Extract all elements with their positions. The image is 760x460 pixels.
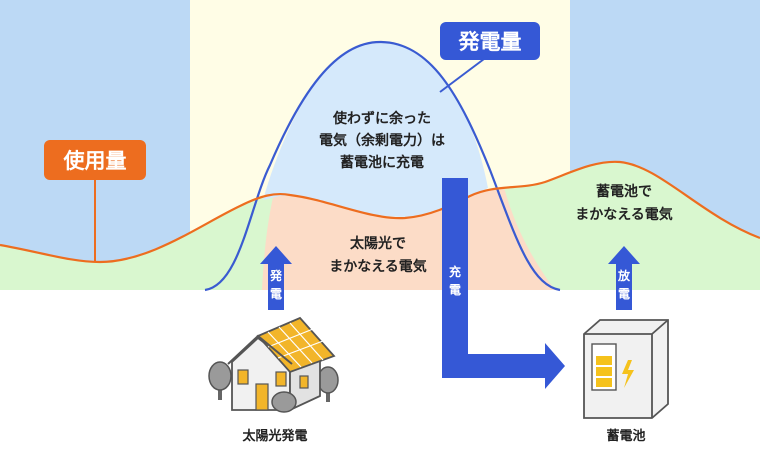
usage-badge: [44, 140, 146, 180]
battery-covered-text-1: 蓄電池で: [596, 183, 652, 200]
generate-arrow: 発 電: [260, 246, 292, 310]
generate-char-2: 電: [270, 287, 282, 301]
generate-char-1: 発: [269, 268, 283, 283]
charge-char-1: 充: [449, 264, 461, 279]
tree-icon: [208, 361, 232, 400]
tree-icon: [317, 366, 339, 402]
solar-covered-text-2: まかなえる電気: [329, 258, 427, 275]
generation-curve: [204, 40, 561, 292]
charge-arrow: 充 電: [442, 178, 565, 389]
surplus-text-1: 使わずに余った: [332, 110, 431, 127]
battery-icon: [583, 319, 669, 419]
battery-label: 蓄電池: [606, 428, 645, 444]
surplus-text-3: 蓄電池に充電: [340, 154, 424, 171]
solar-covered-text-1: 太陽光で: [350, 235, 406, 252]
discharge-char-2: 電: [618, 287, 630, 301]
discharge-char-1: 放: [617, 268, 631, 283]
generation-badge: [440, 22, 540, 60]
usage-curve: [0, 160, 760, 264]
generation-leader: [439, 55, 489, 93]
usage-label: 使用量: [63, 149, 127, 173]
solar-house-icon: [208, 316, 339, 413]
discharge-arrow: 放 電: [608, 246, 640, 310]
surplus-area: [263, 42, 488, 217]
surplus-text-2: 電気（余剰電力）は: [319, 132, 445, 149]
solar-house-label: 太陽光発電: [241, 428, 307, 444]
charge-char-2: 電: [449, 283, 461, 297]
generation-label: 発電量: [458, 30, 522, 54]
battery-covered-text-2: まかなえる電気: [575, 206, 673, 223]
